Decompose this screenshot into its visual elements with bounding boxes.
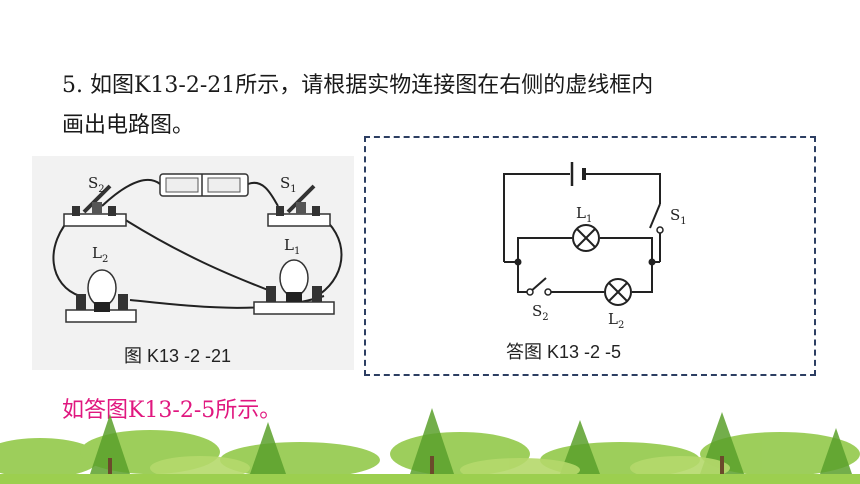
junction-dot bbox=[514, 258, 522, 266]
l1-label: L1 bbox=[576, 204, 592, 225]
question-body-1: 如图K13-2-21所示，请根据实物连接图在右侧的虚线框内 bbox=[90, 73, 654, 98]
physical-circuit-figure: S2 S1 L2 L1 图 K13 -2 -21 bbox=[32, 156, 354, 370]
question-text: 5. 如图K13-2-21所示，请根据实物连接图在右侧的虚线框内 画出电路图。 bbox=[62, 66, 822, 146]
physical-circuit-drawing: S2 S1 L2 L1 图 K13 -2 -21 bbox=[52, 173, 343, 366]
s2-label-physical: S2 bbox=[88, 174, 105, 195]
switch-s2-contact bbox=[544, 288, 552, 296]
question-line-1: 5. 如图K13-2-21所示，请根据实物连接图在右侧的虚线框内 bbox=[62, 66, 822, 106]
battery-icon bbox=[159, 173, 249, 197]
left-figure-caption: 图 K13 -2 -21 bbox=[124, 346, 231, 366]
l1-label-physical: L1 bbox=[284, 236, 300, 257]
wire bbox=[115, 213, 269, 291]
wire bbox=[247, 181, 279, 207]
s1-label-physical: S1 bbox=[280, 174, 297, 195]
wire bbox=[600, 237, 653, 262]
question-number: 5. bbox=[62, 73, 83, 98]
wire bbox=[517, 237, 572, 262]
foliage-decoration bbox=[0, 408, 860, 484]
lamp-l2-icon bbox=[65, 269, 137, 323]
wire bbox=[503, 173, 570, 262]
switch-s2-contact bbox=[526, 288, 534, 296]
circuit-diagram: L1 S1 S2 L2 答图 K13 -2 -5 bbox=[503, 162, 687, 362]
lamp-l1-symbol bbox=[572, 224, 600, 252]
l2-label-physical: L2 bbox=[92, 244, 108, 265]
s1-label: S1 bbox=[670, 206, 687, 227]
switch-s1-contact bbox=[656, 226, 664, 234]
wire bbox=[586, 173, 661, 204]
junction-dot bbox=[648, 258, 656, 266]
switch-s2-icon bbox=[63, 184, 127, 227]
wire bbox=[632, 262, 653, 293]
l2-label: L2 bbox=[608, 310, 624, 331]
s2-label: S2 bbox=[532, 302, 549, 323]
question-line-2: 画出电路图。 bbox=[62, 113, 195, 138]
right-figure-caption: 答图 K13 -2 -5 bbox=[506, 342, 621, 362]
lamp-l1-icon bbox=[253, 259, 335, 315]
wire bbox=[517, 262, 528, 293]
lamp-l2-symbol bbox=[604, 278, 632, 306]
answer-diagram-box: L1 S1 S2 L2 答图 K13 -2 -5 bbox=[364, 136, 816, 376]
answer-text: 如答图K13-2-5所示。 bbox=[62, 398, 282, 423]
wire bbox=[101, 178, 161, 207]
switch-s1-icon bbox=[267, 184, 331, 227]
switch-s1-blade bbox=[649, 203, 661, 229]
